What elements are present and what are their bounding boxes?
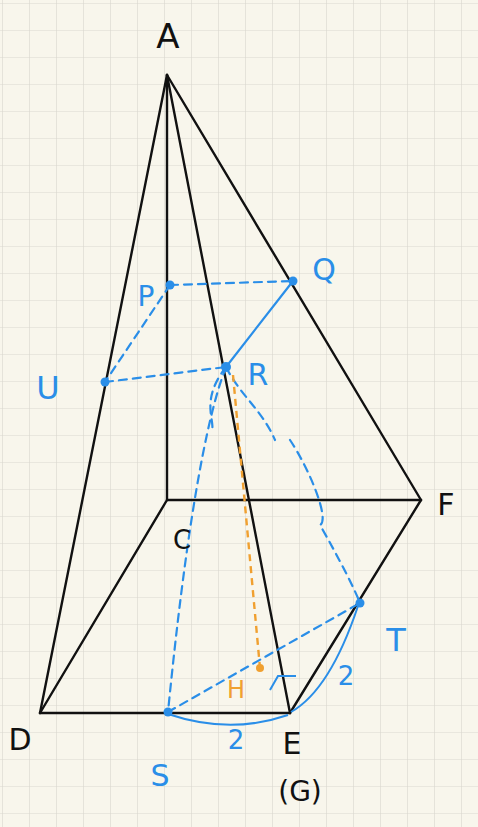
- height-line: [233, 375, 260, 668]
- point-label: Q: [312, 255, 336, 285]
- point-label: 2: [338, 663, 355, 689]
- point-label: F: [437, 490, 454, 520]
- point-label: E: [283, 729, 302, 759]
- point-label: A: [156, 19, 179, 53]
- points: [101, 277, 365, 717]
- dimension-arcs: [168, 606, 358, 725]
- point-label: U: [36, 372, 59, 404]
- point-label: P: [138, 283, 155, 311]
- point-label: (G): [278, 778, 322, 806]
- point-label: T: [386, 624, 406, 656]
- section-lines: [105, 281, 360, 712]
- point-label: H: [227, 678, 245, 702]
- point-label: C: [173, 527, 191, 553]
- point-label: S: [150, 761, 169, 791]
- point-label: R: [248, 360, 269, 390]
- point-label: 2: [228, 727, 245, 753]
- pyramid-edges: [40, 75, 421, 713]
- point-label: D: [8, 725, 31, 755]
